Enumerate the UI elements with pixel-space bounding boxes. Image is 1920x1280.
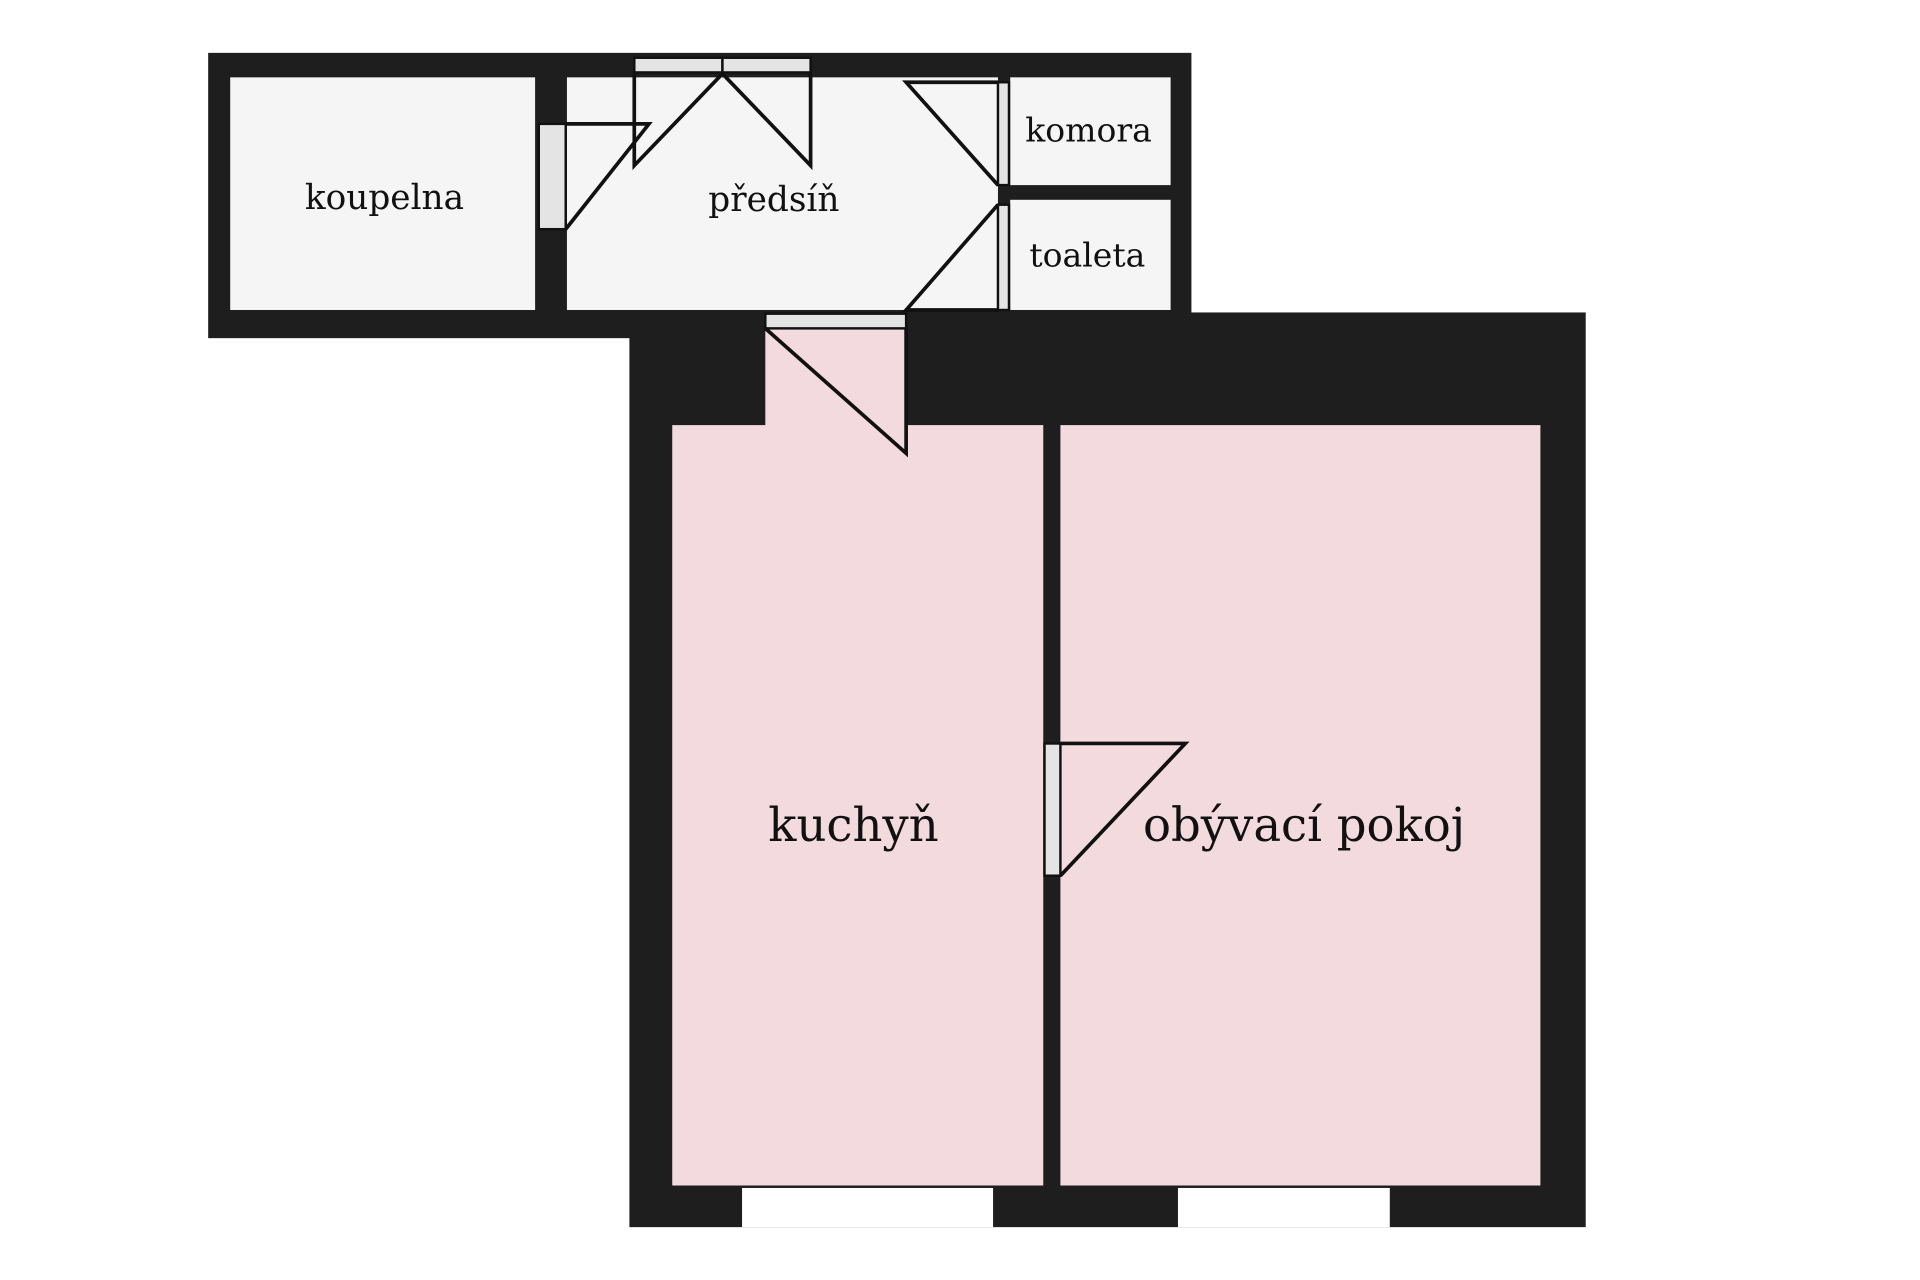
bathroom-door[interactable] bbox=[537, 122, 653, 231]
bathroom-door-swing bbox=[564, 122, 653, 231]
entrance-door-right-leaf[interactable] bbox=[721, 56, 812, 74]
entrance-door[interactable] bbox=[632, 56, 813, 171]
room-hallway bbox=[566, 77, 998, 310]
room-toilet bbox=[1010, 199, 1171, 310]
kitchen-door[interactable] bbox=[764, 312, 908, 458]
storage-door[interactable] bbox=[902, 80, 1011, 187]
entrance-door-swing bbox=[632, 71, 813, 171]
room-kitchen bbox=[672, 425, 1044, 1186]
living-window bbox=[1177, 1187, 1390, 1228]
kitchen-window bbox=[742, 1187, 994, 1228]
label-toilet: toaleta bbox=[1029, 235, 1145, 274]
bathroom-door-leaf[interactable] bbox=[537, 122, 567, 231]
room-bathroom bbox=[230, 77, 536, 310]
label-storage: komora bbox=[1025, 110, 1152, 149]
toilet-door-swing bbox=[902, 203, 1000, 312]
label-hallway: předsíň bbox=[708, 180, 839, 220]
entrance-door-left-leaf[interactable] bbox=[633, 56, 724, 74]
label-kitchen: kuchyň bbox=[768, 798, 938, 852]
kitchen-door-leaf[interactable] bbox=[764, 312, 908, 330]
kitchen-entry-recess bbox=[765, 328, 907, 427]
kitchen-door-swing bbox=[764, 326, 908, 458]
storage-door-leaf[interactable] bbox=[996, 81, 1011, 187]
label-living-room: obývací pokoj bbox=[1143, 798, 1465, 852]
storage-door-swing bbox=[902, 80, 1000, 187]
toilet-door[interactable] bbox=[902, 203, 1011, 312]
label-bathroom: koupelna bbox=[305, 178, 464, 218]
living-door-swing bbox=[1059, 741, 1190, 877]
room-living bbox=[1060, 425, 1541, 1186]
toilet-door-leaf[interactable] bbox=[996, 203, 1011, 312]
living-door[interactable] bbox=[1043, 741, 1190, 877]
room-storage bbox=[1010, 77, 1171, 186]
living-door-leaf[interactable] bbox=[1043, 742, 1062, 877]
